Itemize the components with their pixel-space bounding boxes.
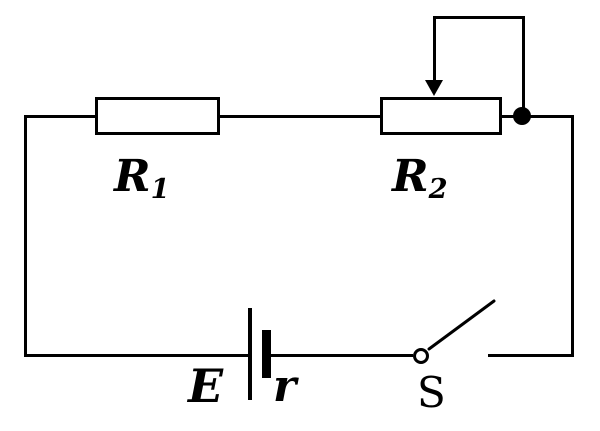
battery-short-plate [262, 330, 271, 378]
wiper-arrow-shaft [433, 16, 436, 82]
junction-dot [513, 107, 531, 125]
label-r1: R1 [114, 155, 170, 203]
switch-pivot-contact [413, 348, 429, 364]
resistor-r1-box [95, 97, 220, 135]
wire-bottom-left-segment [24, 354, 248, 357]
rheostat-r2-box [380, 97, 502, 135]
label-r2-subscript: 2 [428, 172, 448, 205]
wiper-wire-horizontal [434, 16, 525, 19]
wiper-arrowhead-icon [425, 80, 443, 96]
wire-top [24, 115, 574, 118]
label-r2: R2 [392, 155, 448, 203]
label-r2-symbol: R [392, 151, 429, 202]
label-switch: S [417, 368, 446, 417]
battery-long-plate [248, 308, 252, 400]
label-internal-resistance: r [273, 361, 297, 412]
wiper-wire-vertical [522, 16, 525, 112]
label-emf: E [188, 359, 224, 413]
label-r1-subscript: 1 [150, 172, 170, 205]
wire-right [571, 115, 574, 357]
wire-bottom-middle-segment [271, 354, 413, 357]
wire-bottom-right-segment [488, 354, 574, 357]
label-r1-symbol: R [114, 151, 151, 202]
wire-left [24, 115, 27, 357]
